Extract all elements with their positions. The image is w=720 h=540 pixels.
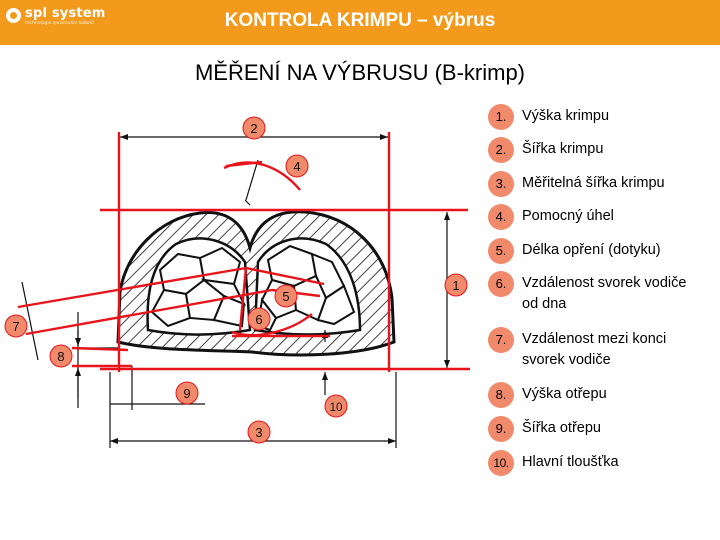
legend-item-6: 6. Vzdálenost svorek vodiče od dna — [488, 271, 716, 315]
legend-item-9: 9. Šířka otřepu — [488, 416, 601, 442]
spl-system-logo: spl system technologie zpracování kabelů — [6, 7, 106, 37]
callout-10: 10 — [324, 394, 348, 418]
legend-item-8: 8. Výška otřepu — [488, 382, 607, 408]
legend-item-3: 3. Měřitelná šířka krimpu — [488, 171, 665, 197]
legend-item-4: 4. Pomocný úhel — [488, 204, 614, 230]
legend-label: Pomocný úhel — [522, 208, 614, 224]
legend-label: Výška otřepu — [522, 386, 607, 402]
legend-number-badge: 8. — [488, 382, 514, 408]
legend-number-badge: 1. — [488, 104, 514, 130]
callout-9: 9 — [175, 381, 199, 405]
measurement-lines — [17, 132, 470, 372]
logo-name: spl system — [25, 6, 106, 21]
legend-number-badge: 5. — [488, 238, 514, 264]
legend-label: Šířka otřepu — [522, 420, 601, 436]
page-title: MĚŘENÍ NA VÝBRUSU (B-krimp) — [194, 60, 526, 85]
legend-number-badge: 10. — [488, 450, 514, 476]
legend-item-1: 1. Výška krimpu — [488, 104, 609, 130]
legend-item-5: 5. Délka opření (dotyku) — [488, 238, 661, 264]
legend-item-10: 10. Hlavní tloušťka — [488, 450, 619, 476]
legend-number-badge: 2. — [488, 137, 514, 163]
svg-text:4: 4 — [293, 159, 300, 174]
header-bar: spl system technologie zpracování kabelů… — [0, 0, 720, 45]
legend-item-2: 2. Šířka krimpu — [488, 137, 603, 163]
callout-4: 4 — [285, 154, 309, 178]
logo-mark-icon — [6, 8, 21, 23]
logo-tagline: technologie zpracování kabelů — [25, 21, 94, 26]
svg-text:2: 2 — [250, 121, 257, 136]
svg-text:1: 1 — [452, 278, 459, 293]
callout-1: 1 — [444, 273, 468, 297]
crimp-cross-section-diagram: 1 2 3 4 5 6 7 8 9 10 — [4, 116, 470, 448]
legend-label: Hlavní tloušťka — [522, 454, 619, 470]
header-title: KONTROLA KRIMPU – výbrus — [224, 10, 496, 31]
legend-label: Vzdálenost svorek vodiče od dna — [522, 275, 687, 312]
callout-6: 6 — [247, 307, 271, 331]
callout-7: 7 — [4, 314, 28, 338]
callout-3: 3 — [247, 420, 271, 444]
callout-5: 5 — [274, 284, 298, 308]
legend-number-badge: 3. — [488, 171, 514, 197]
callout-2: 2 — [242, 116, 266, 140]
svg-text:3: 3 — [255, 425, 262, 440]
legend-label: Šířka krimpu — [522, 141, 604, 157]
legend-label: Délka opření (dotyku) — [522, 242, 661, 258]
svg-text:8: 8 — [57, 349, 64, 364]
legend-label: Výška krimpu — [522, 108, 610, 124]
legend-number-badge: 6. — [488, 271, 514, 297]
legend-number-badge: 4. — [488, 204, 514, 230]
svg-text:9: 9 — [183, 386, 190, 401]
svg-text:5: 5 — [282, 289, 289, 304]
svg-text:7: 7 — [12, 319, 19, 334]
svg-text:6: 6 — [255, 312, 262, 327]
legend-label: Měřitelná šířka krimpu — [522, 175, 665, 191]
callout-8: 8 — [49, 344, 73, 368]
legend-number-badge: 7. — [488, 327, 514, 353]
legend-label: Vzdálenost mezi konci svorek vodiče — [522, 331, 667, 368]
svg-text:10: 10 — [330, 402, 343, 414]
legend-item-7: 7. Vzdálenost mezi konci svorek vodiče — [488, 327, 716, 371]
legend-number-badge: 9. — [488, 416, 514, 442]
